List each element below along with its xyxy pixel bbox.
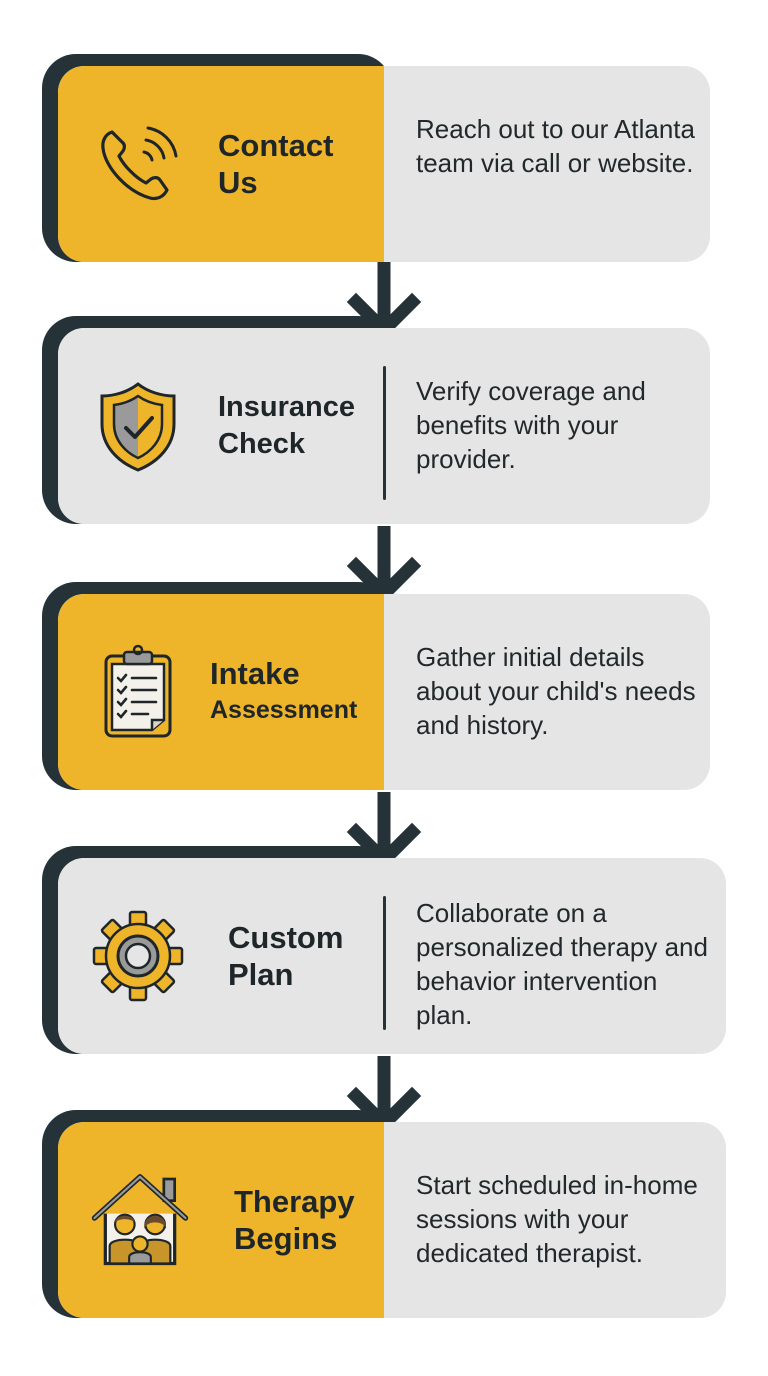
step-title-panel: Custom Plan <box>58 858 384 1054</box>
step-description: Start scheduled in-home sessions with yo… <box>416 1170 698 1268</box>
step-title-line-1: Contact <box>218 128 334 163</box>
gear-icon <box>92 910 184 1002</box>
phone-icon <box>101 126 178 201</box>
step-card: Contact Us Reach out to our Atlanta team… <box>58 66 710 262</box>
step-card: Insurance Check Verify coverage and bene… <box>58 328 710 524</box>
step-title: Custom Plan <box>228 858 343 1054</box>
step-title-panel: Therapy Begins <box>58 1122 384 1318</box>
step-intake-assessment: Intake Assessment Gather initial details… <box>0 582 768 804</box>
step-title-panel: Insurance Check <box>58 328 384 524</box>
shield-check-icon <box>100 382 176 472</box>
step-description: Collaborate on a personalized therapy an… <box>416 898 708 1030</box>
step-card: Therapy Begins Start scheduled in-home s… <box>58 1122 726 1318</box>
step-title: Therapy Begins <box>234 1122 355 1318</box>
step-title-line-1: Intake <box>210 656 300 691</box>
step-title-line-1: Therapy <box>234 1184 355 1219</box>
step-title: Intake Assessment <box>210 594 357 790</box>
step-description: Reach out to our Atlanta team via call o… <box>416 114 695 178</box>
divider <box>383 896 386 1030</box>
step-contact-us: Contact Us Reach out to our Atlanta team… <box>0 54 768 276</box>
step-title-line-2: Plan <box>228 957 294 992</box>
step-title-line-2: Begins <box>234 1221 338 1256</box>
step-therapy-begins: Therapy Begins Start scheduled in-home s… <box>0 1110 768 1332</box>
step-title: Insurance Check <box>218 328 355 524</box>
step-title-panel: Intake Assessment <box>58 594 384 790</box>
step-title-line-1: Insurance <box>218 391 355 423</box>
divider <box>383 366 386 500</box>
step-card: Custom Plan Collaborate on a personalize… <box>58 858 726 1054</box>
step-title-line-2: Assessment <box>210 696 358 724</box>
step-description: Gather initial details about your child'… <box>416 642 696 740</box>
clipboard-checklist-icon <box>104 644 172 738</box>
step-title: Contact Us <box>218 66 333 262</box>
family-home-icon <box>91 1174 189 1266</box>
step-title-line-2: Check <box>218 428 306 460</box>
step-title-line-1: Custom <box>228 920 344 955</box>
step-description: Verify coverage and benefits with your p… <box>416 376 646 474</box>
step-card: Intake Assessment Gather initial details… <box>58 594 710 790</box>
step-insurance-check: Insurance Check Verify coverage and bene… <box>0 316 768 538</box>
step-custom-plan: Custom Plan Collaborate on a personalize… <box>0 846 768 1068</box>
step-title-panel: Contact Us <box>58 66 384 262</box>
step-title-line-2: Us <box>218 165 258 200</box>
